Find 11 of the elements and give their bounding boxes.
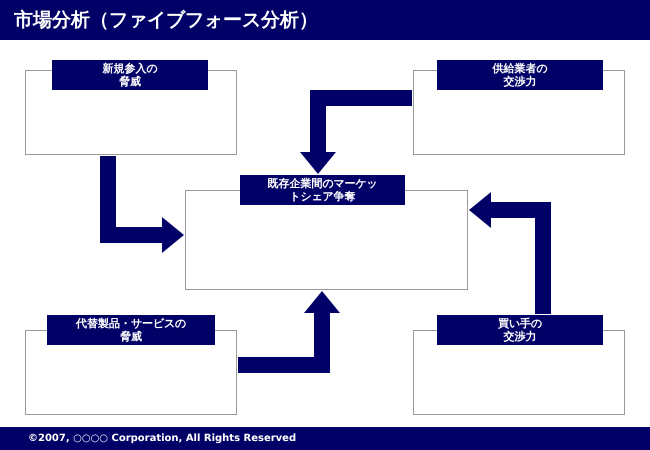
copyright-note: ©2007, ○○○○ Corporation, All Rights Reserved: [28, 432, 296, 445]
heading-tab: 既存企業間のマーケットシェア争奪: [240, 175, 405, 205]
heading-tab: 新規参入の脅威: [52, 60, 208, 90]
bent-arrow: [300, 90, 412, 174]
title: 市場分析（ファイブフォース分析）: [14, 8, 318, 32]
bent-arrow: [100, 156, 184, 253]
heading-tab: 代替製品・サービスの脅威: [47, 315, 215, 345]
bent-arrow: [469, 192, 551, 314]
heading-tab: 供給業者の交渉力: [437, 60, 603, 90]
heading-tab: 買い手の交渉力: [437, 315, 603, 345]
bent-arrow: [238, 291, 340, 373]
